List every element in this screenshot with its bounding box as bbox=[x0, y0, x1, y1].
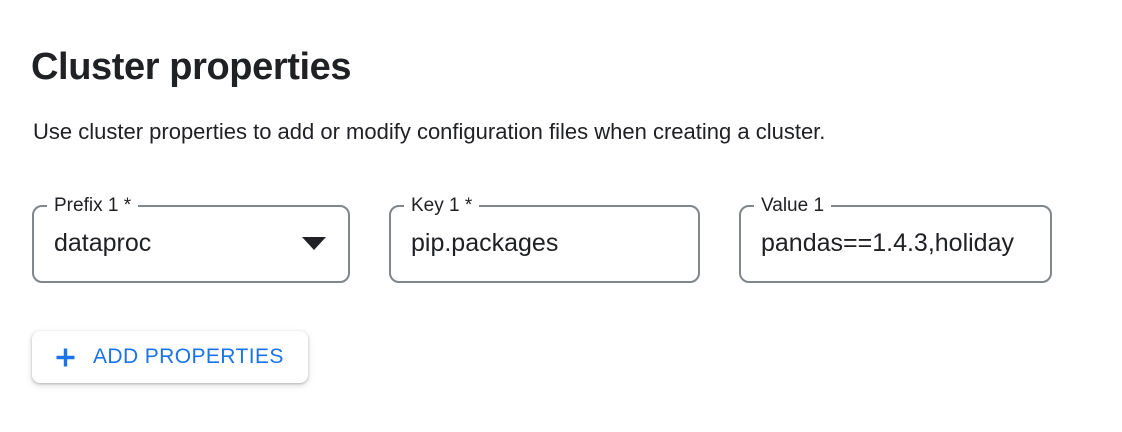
key-label: Key 1 * bbox=[404, 192, 480, 220]
value-input[interactable] bbox=[761, 228, 1034, 258]
add-properties-button[interactable]: ADD PROPERTIES bbox=[32, 331, 308, 383]
prefix-selected-value: dataproc bbox=[54, 228, 152, 257]
add-properties-button-label: ADD PROPERTIES bbox=[93, 345, 284, 368]
prefix-select[interactable]: Prefix 1 * dataproc bbox=[32, 192, 350, 283]
page-description: Use cluster properties to add or modify … bbox=[33, 119, 826, 144]
key-field-container: Key 1 * bbox=[389, 192, 700, 283]
value-field-container: Value 1 bbox=[739, 192, 1052, 283]
property-row-1: Prefix 1 * dataproc Key 1 * Value 1 bbox=[32, 192, 1052, 283]
page-title: Cluster properties bbox=[31, 46, 352, 89]
value-label: Value 1 bbox=[754, 192, 832, 220]
prefix-label: Prefix 1 * bbox=[47, 192, 139, 220]
arrow-drop-down-icon bbox=[302, 236, 326, 250]
key-input[interactable] bbox=[411, 228, 682, 258]
plus-icon bbox=[56, 348, 75, 366]
